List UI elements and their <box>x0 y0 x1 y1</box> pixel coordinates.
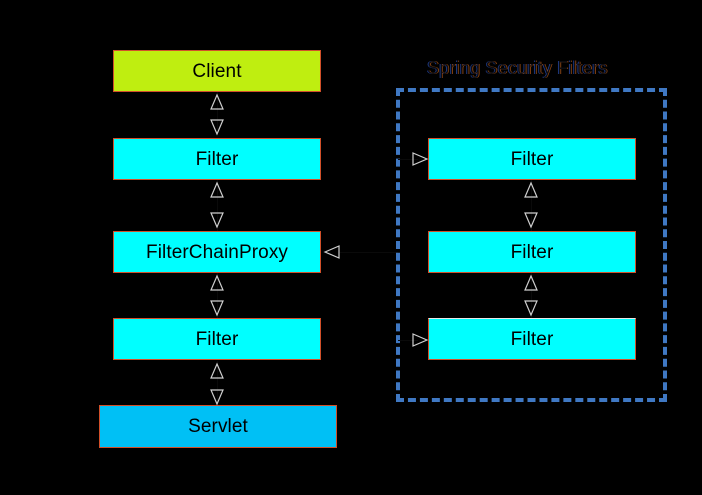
spring-security-filters-group <box>396 88 667 402</box>
arrow-up-hollow-client <box>210 93 224 110</box>
node-label: FilterChainProxy <box>145 241 289 263</box>
node-label: Filter <box>195 328 239 350</box>
group-title: Spring Security Filters <box>427 58 608 78</box>
arrow-up-hollow-rfilter1 <box>524 181 538 198</box>
arrow-down-hollow-rfilter2 <box>524 212 538 229</box>
node-filterchainproxy: FilterChainProxy <box>113 231 321 273</box>
node-servlet: Servlet <box>99 405 337 448</box>
arrow-up-hollow-filter1 <box>210 181 224 198</box>
connector-filter2-servlet <box>217 361 218 405</box>
node-filter-right-1: Filter <box>428 138 636 180</box>
arrow-up-hollow-proxy <box>210 274 224 291</box>
node-label: Filter <box>510 328 554 350</box>
arrow-up-hollow-filter2 <box>210 362 224 379</box>
node-label: Filter <box>195 148 239 170</box>
node-label: Filter <box>510 241 554 263</box>
connector-proxy-filter2 <box>217 273 218 318</box>
node-label: Servlet <box>188 416 248 437</box>
node-filter-right-3: Filter <box>428 318 636 360</box>
arrow-down-hollow-filter1 <box>210 119 224 136</box>
node-filter-left-1: Filter <box>113 138 321 180</box>
arrow-down-hollow-proxy <box>210 212 224 229</box>
arrow-down-hollow-servlet <box>210 389 224 406</box>
connector-rfilter2-rfilter3 <box>531 273 532 318</box>
node-label: Filter <box>510 148 554 170</box>
node-label: Client <box>192 60 242 82</box>
node-filter-left-2: Filter <box>113 318 321 360</box>
connector-filter1-proxy <box>217 180 218 233</box>
arrow-right-hollow-rfilter3 <box>412 333 429 349</box>
node-client: Client <box>113 50 321 92</box>
connector-group-to-proxy <box>340 252 398 253</box>
arrow-down-hollow-rfilter3 <box>524 300 538 317</box>
arrow-up-hollow-rfilter2 <box>524 274 538 291</box>
arrow-down-hollow-filter2 <box>210 300 224 317</box>
arrow-left-hollow-proxy <box>323 245 340 261</box>
connector-entry-rfilter1 <box>398 159 418 160</box>
connector-entry-rfilter3 <box>398 340 418 341</box>
arrow-right-hollow-rfilter1 <box>412 152 429 168</box>
connector-client-filter1 <box>217 92 218 130</box>
connector-rfilter1-rfilter2 <box>531 180 532 233</box>
node-filter-right-2: Filter <box>428 231 636 273</box>
